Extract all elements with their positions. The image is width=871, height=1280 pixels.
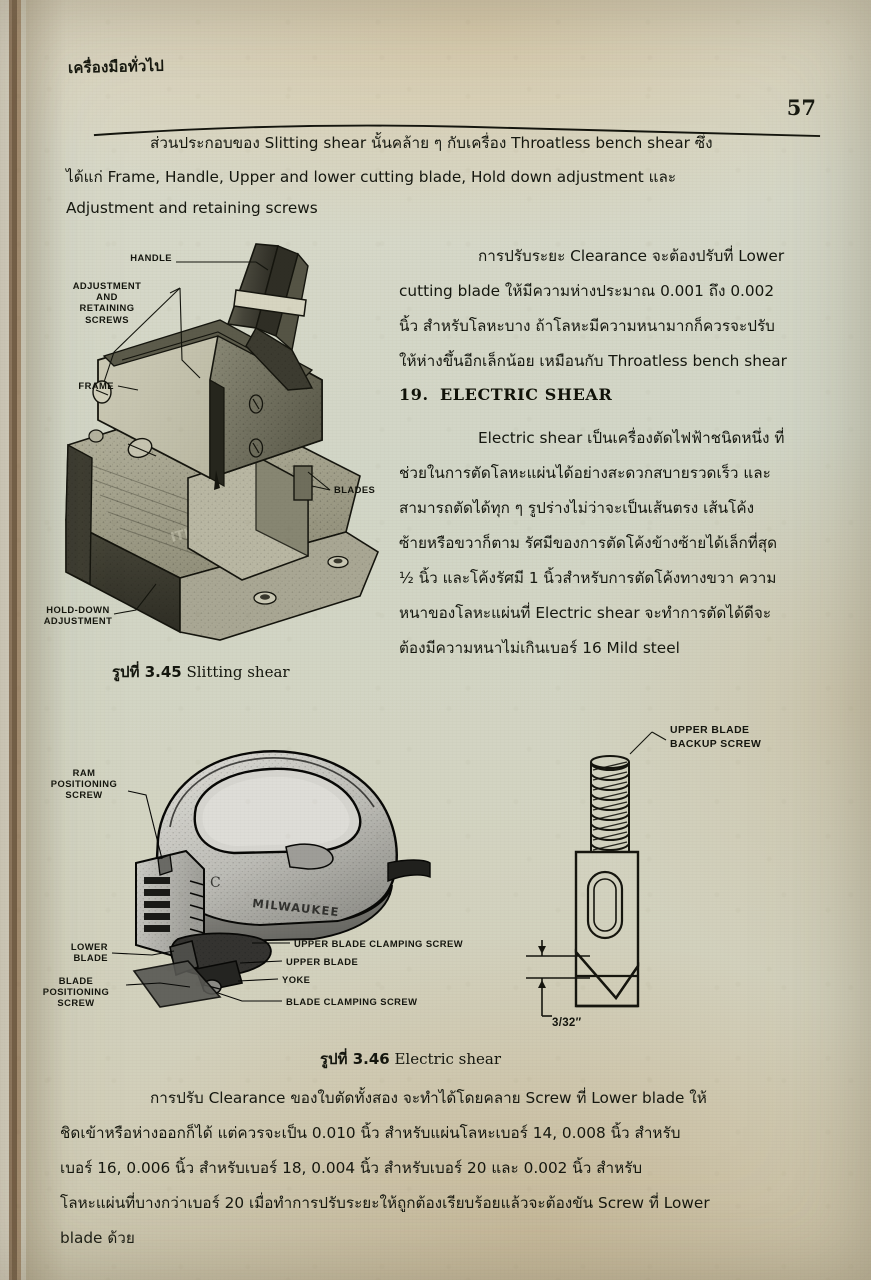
figure-3-46-caption-number: รูปที่ 3.46 — [320, 1050, 390, 1068]
callout-blades: BLADES — [334, 484, 376, 495]
para4-line-1: การปรับ Clearance ของใบตัดทั้งสอง จะทำได… — [150, 1089, 707, 1107]
para3-line-1: Electric shear เป็นเครื่องตัดไฟฟ้าชนิดหน… — [478, 429, 785, 447]
section-title: ELECTRIC SHEAR — [440, 385, 613, 404]
figure-3-46-backup-screw-detail: UPPER BLADE BACKUP SCREW 3/32″ — [520, 720, 850, 1040]
figure-3-45-caption-text: Slitting shear — [186, 663, 290, 681]
callout-hold-down-adjustment: HOLD-DOWN ADJUSTMENT — [43, 604, 113, 627]
callout-upper-blade: UPPER BLADE — [286, 956, 359, 967]
figure-3-45-caption: รูปที่ 3.45 Slitting shear — [112, 660, 290, 684]
electric-shear-illustration: MILWAUKEE C — [111, 750, 431, 1008]
section-number: 19. — [399, 385, 429, 404]
para4-line-2: ชิดเข้าหรือห่างออกก็ได้ แต่ควรจะเป็น 0.0… — [60, 1124, 681, 1142]
para3-line-5: ½ นิ้ว และโค้งรัศมี 1 นิ้วสำหรับการตัดโค… — [399, 569, 777, 587]
para3-line-6: หนาของโลหะแผ่นที่ Electric shear จะทำการ… — [399, 604, 772, 622]
para2-line-3: นิ้ว สำหรับโลหะบาง ถ้าโลหะมีความหนามากก็… — [399, 317, 775, 335]
callout-upper-blade-backup-screw: UPPER BLADE BACKUP SCREW — [670, 725, 762, 750]
para1-line-1: ส่วนประกอบของ Slitting shear นั้นคล้าย ๆ… — [150, 134, 713, 152]
callout-blade-clamping-screw: BLADE CLAMPING SCREW — [286, 996, 418, 1007]
figure-3-46-electric-shear: MILWAUKEE C — [43, 735, 463, 1025]
header-rule — [93, 124, 821, 138]
para2-line-1: การปรับระยะ Clearance จะต้องปรับที่ Lowe… — [478, 247, 785, 265]
para3-line-2: ช่วยในการตัดโลหะแผ่นได้อย่างสะดวกสบายรวด… — [399, 464, 771, 482]
para4-line-4: โลหะแผ่นที่บางกว่าเบอร์ 20 เมื่อทำการปรั… — [60, 1194, 710, 1212]
callout-handle: HANDLE — [130, 252, 172, 263]
figure-3-45: ITIN — [44, 240, 390, 660]
svg-text:C: C — [210, 875, 221, 891]
callout-ram-positioning-screw: RAM POSITIONING SCREW — [50, 767, 118, 801]
para1-line-3: Adjustment and retaining screws — [66, 199, 318, 217]
callout-frame: FRAME — [78, 380, 114, 391]
slitting-shear-illustration: ITIN — [65, 243, 379, 641]
figure-3-46-caption: รูปที่ 3.46 Electric shear — [320, 1047, 501, 1071]
figure-3-46-caption-text: Electric shear — [394, 1050, 502, 1068]
para3-line-4: ซ้ายหรือขวาก็ตาม รัศมีของการตัดโค้งข้างซ… — [399, 534, 778, 552]
para3-line-7: ต้องมีความหนาไม่เกินเบอร์ 16 Mild steel — [399, 639, 680, 657]
figure-3-45-caption-number: รูปที่ 3.45 — [112, 663, 182, 681]
callout-yoke: YOKE — [282, 974, 311, 985]
callout-lower-blade: LOWER BLADE — [70, 941, 108, 964]
para4-line-3: เบอร์ 16, 0.006 นิ้ว สำหรับเบอร์ 18, 0.0… — [60, 1159, 643, 1177]
callout-blade-positioning-screw: BLADE POSITIONING SCREW — [42, 975, 110, 1009]
para2-line-2: cutting blade ให้มีความห่างประมาณ 0.001 … — [399, 282, 775, 300]
callout-adjustment-retaining-screws: ADJUSTMENT AND RETAINING SCREWS — [72, 280, 142, 325]
para4-line-5: blade ด้วย — [60, 1229, 135, 1247]
para3-line-3: สามารถตัดได้ทุก ๆ รูปร่างไม่ว่าจะเป็นเส้… — [399, 499, 755, 517]
para2-line-4: ให้ห่างขึ้นอีกเล็กน้อย เหมือนกับ Throatl… — [399, 352, 787, 370]
page-number: 57 — [786, 95, 816, 120]
running-head: เครื่องมือทั่วไป — [67, 56, 165, 77]
book-binding-edge — [0, 0, 26, 1280]
callout-upper-blade-clamping-screw: UPPER BLADE CLAMPING SCREW — [294, 938, 463, 949]
dimension-label: 3/32″ — [552, 1017, 582, 1029]
para1-line-2: ได้แก่ Frame, Handle, Upper and lower cu… — [66, 168, 677, 186]
backup-screw-diagram — [526, 731, 667, 1017]
